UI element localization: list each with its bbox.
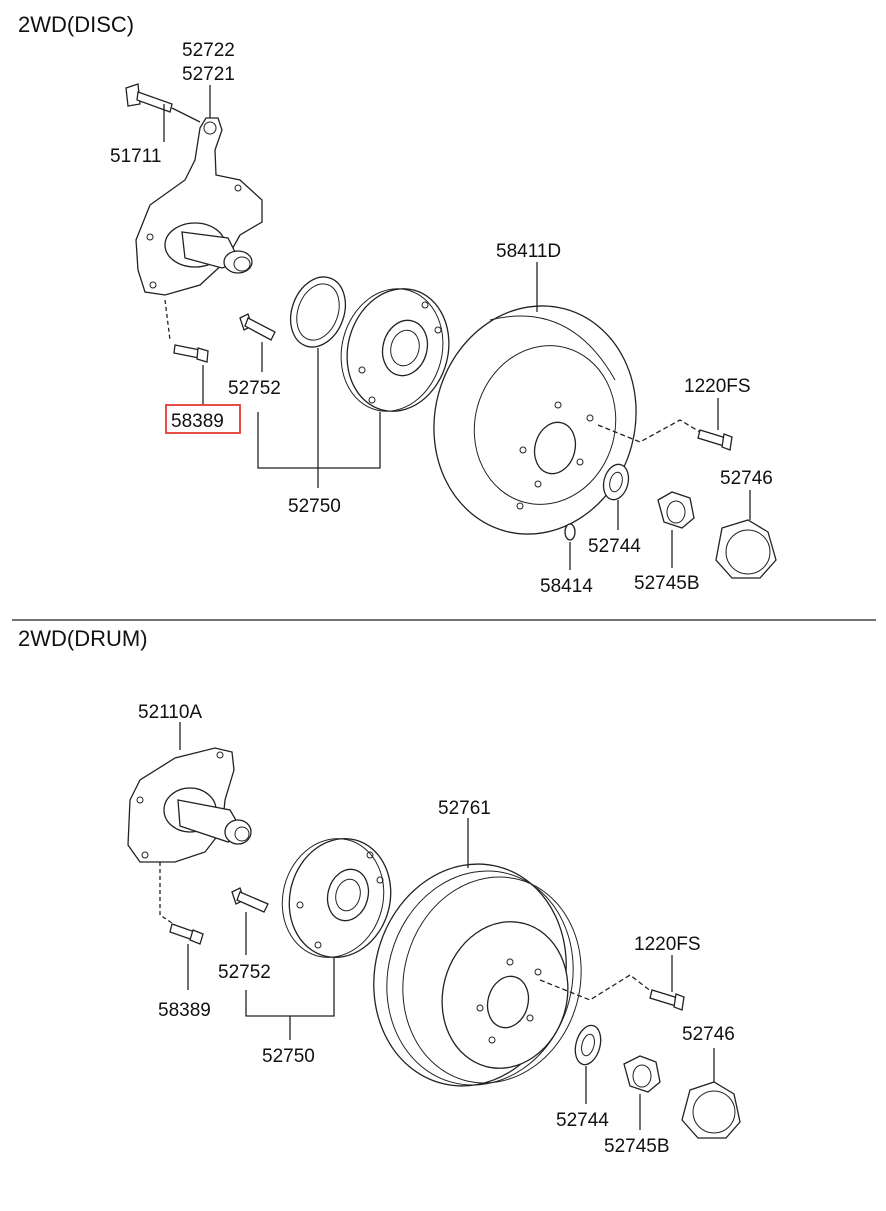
backing-plate-52110A[interactable] xyxy=(127,747,252,863)
nut-52745B-disc[interactable] xyxy=(657,491,695,529)
screw-1220FS-drum[interactable] xyxy=(649,989,685,1011)
label-52761[interactable]: 52761 xyxy=(438,798,491,819)
highlight-box-58389 xyxy=(165,404,241,434)
hub-bolt-52752[interactable] xyxy=(239,313,276,341)
cap-52746-disc[interactable] xyxy=(715,519,777,579)
section-title-disc: 2WD(DISC) xyxy=(18,12,134,37)
ring-58414[interactable] xyxy=(564,523,576,541)
label-52722[interactable]: 52722 xyxy=(182,40,235,61)
label-52752-drum[interactable]: 52752 xyxy=(218,962,271,983)
label-52752-disc[interactable]: 52752 xyxy=(228,378,281,399)
hub-52750[interactable] xyxy=(328,277,463,423)
bolt-58389-drum[interactable] xyxy=(169,923,204,945)
label-58389-drum[interactable]: 58389 xyxy=(158,1000,211,1021)
brake-drum-52761[interactable] xyxy=(349,842,604,1108)
hub-52750-drum[interactable] xyxy=(269,827,404,969)
label-58389-disc[interactable]: 58389 xyxy=(171,411,224,432)
label-52746-disc[interactable]: 52746 xyxy=(720,468,773,489)
washer-52744-drum[interactable] xyxy=(571,1023,605,1068)
brake-disc-58411D[interactable] xyxy=(409,283,662,557)
bolt-58389-disc[interactable] xyxy=(173,344,209,363)
label-52744-disc[interactable]: 52744 xyxy=(588,536,641,557)
label-52746-drum[interactable]: 52746 xyxy=(682,1024,735,1045)
section-title-drum: 2WD(DRUM) xyxy=(18,626,148,651)
label-1220FS-drum[interactable]: 1220FS xyxy=(634,934,701,955)
cap-52746-drum[interactable] xyxy=(681,1081,741,1139)
knuckle-52722[interactable] xyxy=(135,117,263,296)
hub-bolt-52752-drum[interactable] xyxy=(231,887,269,913)
label-52745B-drum[interactable]: 52745B xyxy=(604,1136,670,1157)
label-52721[interactable]: 52721 xyxy=(182,64,235,85)
washer-52744-disc[interactable] xyxy=(600,462,632,503)
screw-1220FS-disc[interactable] xyxy=(697,429,733,451)
label-58414[interactable]: 58414 xyxy=(540,576,593,597)
label-51711[interactable]: 51711 xyxy=(110,146,161,167)
label-58411D[interactable]: 58411D xyxy=(496,241,561,262)
bolt-51711[interactable] xyxy=(125,83,173,113)
label-52750-drum[interactable]: 52750 xyxy=(262,1046,315,1067)
nut-52745B-drum[interactable] xyxy=(623,1055,661,1093)
label-52745B-disc[interactable]: 52745B xyxy=(634,573,700,594)
label-52750-disc[interactable]: 52750 xyxy=(288,496,341,517)
label-52110A[interactable]: 52110A xyxy=(138,702,202,723)
tone-ring[interactable] xyxy=(281,269,354,354)
label-1220FS-disc[interactable]: 1220FS xyxy=(684,376,751,397)
label-52744-drum[interactable]: 52744 xyxy=(556,1110,609,1131)
